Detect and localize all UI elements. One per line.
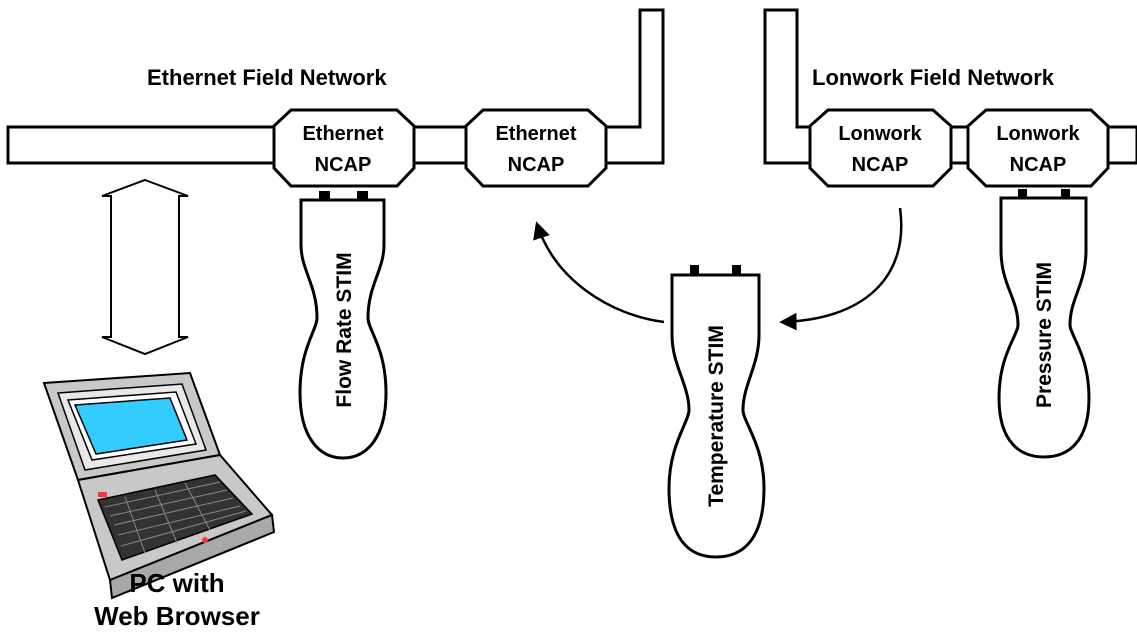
pressure-stim: Pressure STIM [997, 189, 1091, 459]
lonwork-ncap-2: Lonwork NCAP [966, 108, 1110, 188]
pressure-stim-label: Pressure STIM [1033, 262, 1056, 408]
lonwork-ncap-2-line1: Lonwork [996, 123, 1080, 145]
ethernet-ncap-1-line1: Ethernet [302, 123, 383, 145]
ethernet-ncap-2: Ethernet NCAP [464, 108, 608, 188]
temperature-stim-label: Temperature STIM [705, 325, 728, 507]
ethernet-network-label: Ethernet Field Network [147, 65, 387, 90]
pc-label-line1: PC with [129, 568, 224, 598]
lonwork-network-label: Lonwork Field Network [812, 65, 1055, 90]
flow-rate-stim: Flow Rate STIM [298, 191, 388, 460]
temperature-stim: Temperature STIM [667, 265, 766, 559]
curved-arrow-icon [779, 207, 903, 331]
ethernet-ncap-2-line2: NCAP [508, 154, 565, 176]
ethernet-ncap-1-line2: NCAP [315, 154, 372, 176]
pc-label-line2: Web Browser [94, 601, 260, 631]
lonwork-ncap-1-line2: NCAP [852, 154, 909, 176]
curved-arrow-icon [533, 221, 665, 324]
lonwork-ncap-2-line2: NCAP [1010, 154, 1067, 176]
ethernet-ncap-1: Ethernet NCAP [272, 108, 416, 188]
double-arrow-icon [101, 178, 189, 356]
ethernet-ncap-2-line1: Ethernet [495, 123, 576, 145]
lonwork-ncap-1: Lonwork NCAP [808, 108, 953, 188]
flow-rate-stim-label: Flow Rate STIM [333, 252, 356, 407]
laptop-icon [42, 371, 276, 600]
lonwork-ncap-1-line1: Lonwork [838, 123, 922, 145]
